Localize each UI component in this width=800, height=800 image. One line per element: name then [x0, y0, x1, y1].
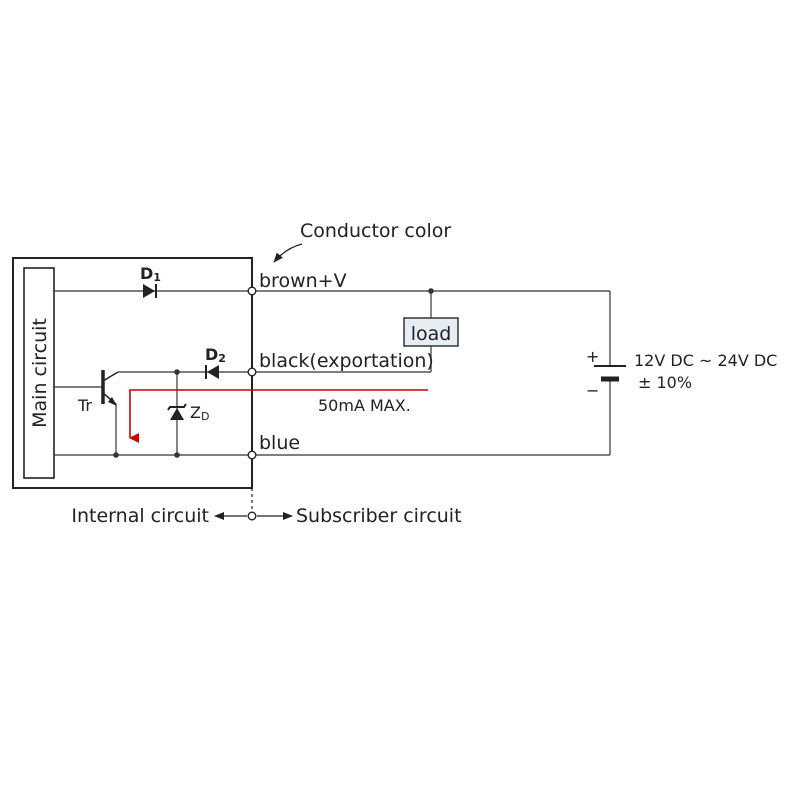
terminal-icon — [247, 450, 257, 460]
blue-label: blue — [259, 432, 300, 454]
diode-icon — [205, 365, 219, 379]
battery-plus: + — [586, 347, 599, 366]
d2-label: D2 — [205, 345, 226, 365]
load-box — [403, 317, 459, 347]
zener-diode-icon — [167, 403, 187, 420]
terminal-icon — [247, 286, 257, 296]
voltage-label: 12V DC ~ 24V DC — [634, 351, 777, 370]
brown-label: brown+V — [259, 270, 347, 292]
zener-junction-bottom — [174, 452, 180, 458]
internal-circuit-label: Internal circuit — [71, 505, 209, 527]
battery-minus: − — [586, 381, 599, 400]
tr-label: Tr — [77, 396, 92, 415]
conductor-color-label: Conductor color — [300, 220, 451, 242]
diode-icon — [143, 284, 157, 298]
main-circuit-label: Main circuit — [29, 318, 51, 428]
subscriber-circuit-label: Subscriber circuit — [296, 505, 462, 527]
load-label: load — [411, 323, 452, 345]
black-label: black(exportation) — [259, 350, 434, 372]
tr-junction — [113, 452, 119, 458]
current-label: 50mA MAX. — [318, 396, 411, 415]
main-circuit-block — [23, 267, 55, 479]
terminal-icon — [247, 367, 257, 377]
zd-label: ZD — [190, 403, 209, 423]
transistor-icon — [54, 370, 119, 455]
conductor-color-pointer — [273, 243, 303, 263]
current-arrow — [129, 389, 428, 443]
battery-icon — [594, 365, 626, 382]
tolerance-label: ± 10% — [638, 373, 692, 392]
d1-label: D1 — [140, 264, 161, 284]
boundary-terminal — [247, 511, 257, 521]
